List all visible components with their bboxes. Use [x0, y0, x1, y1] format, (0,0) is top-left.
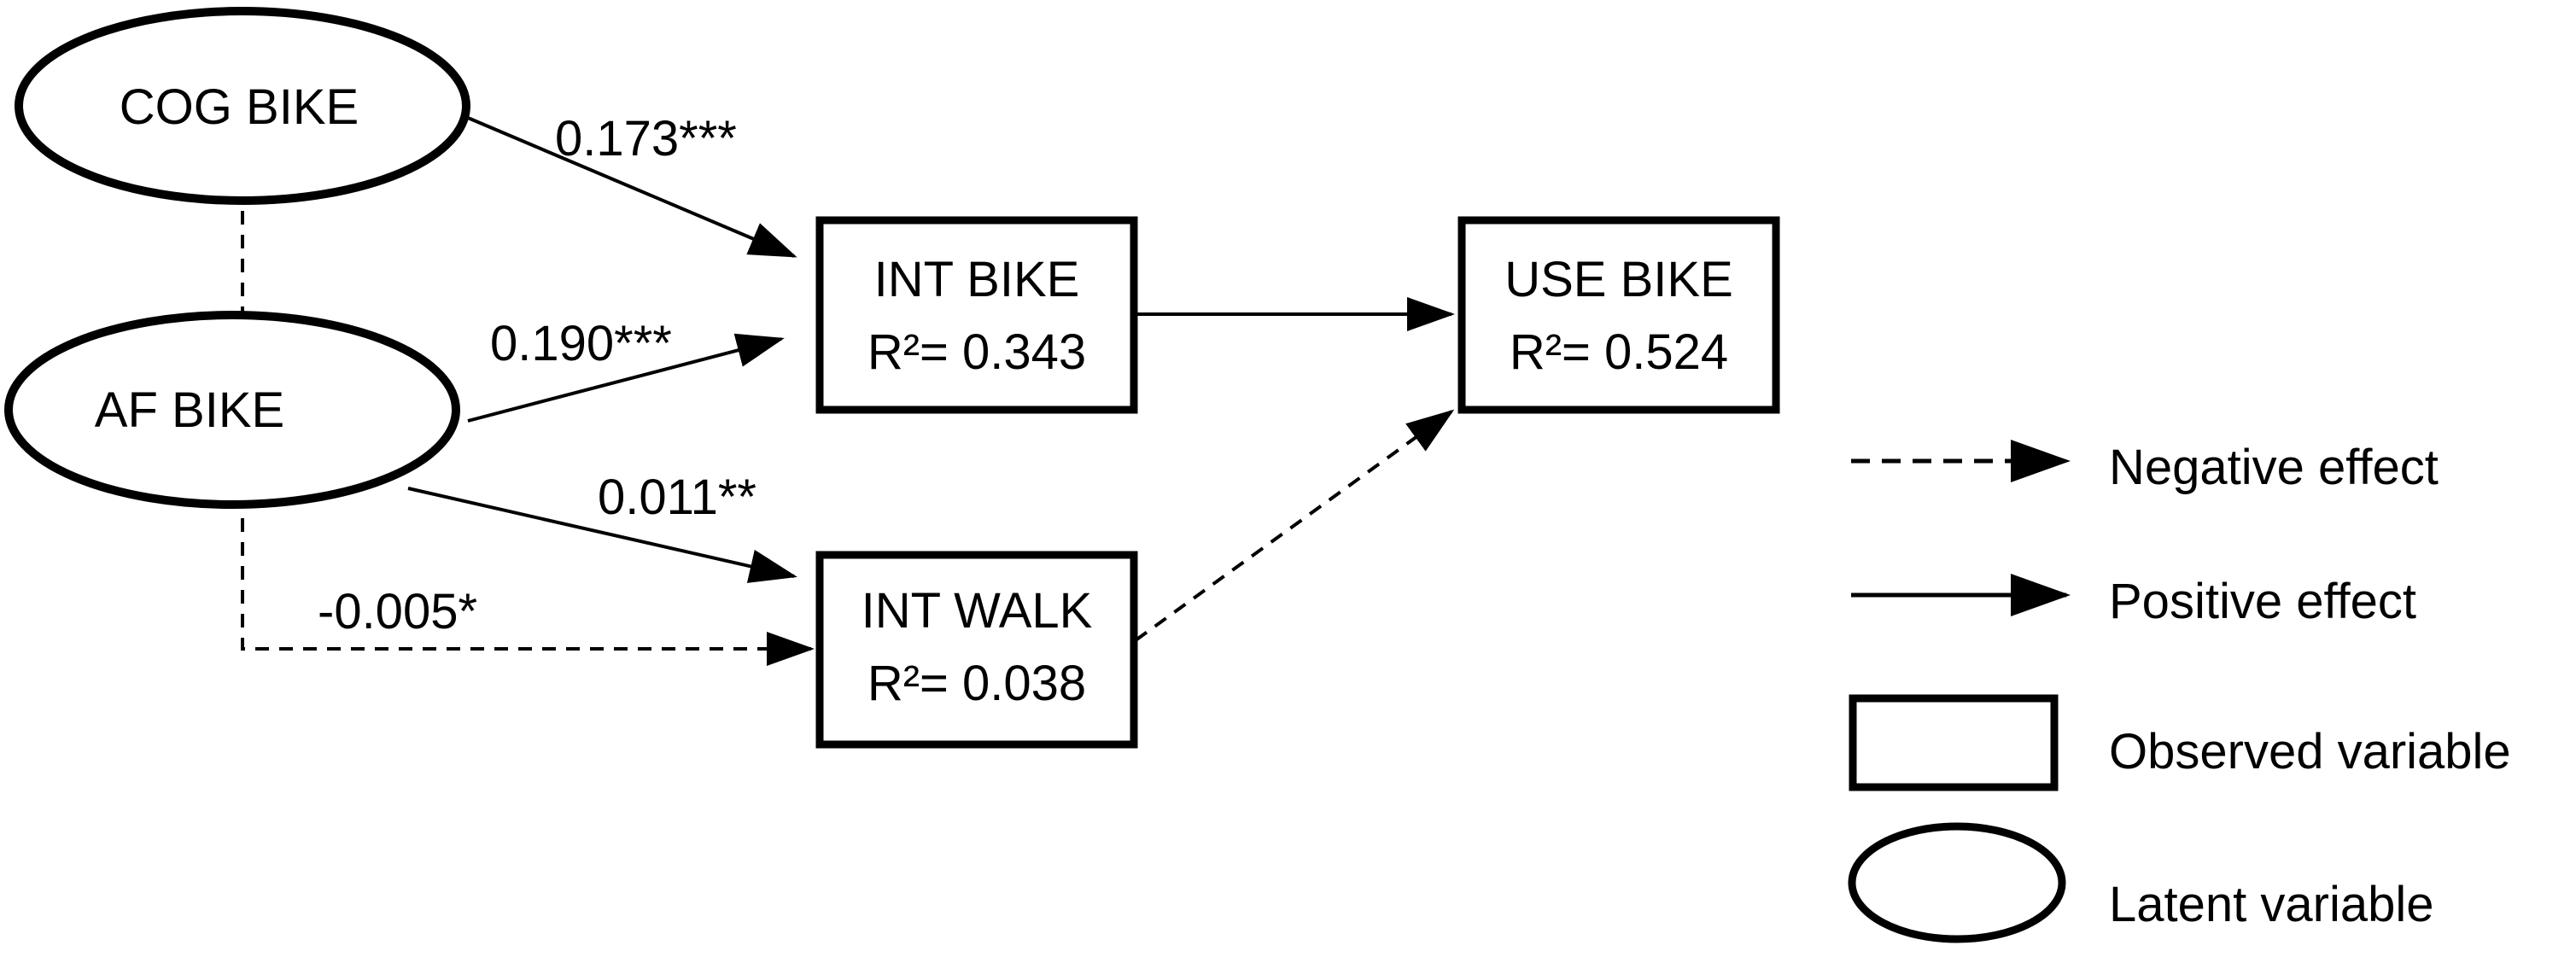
- path-int-walk-to-use-bike: [1134, 409, 1455, 642]
- node-use-bike-r2: R²= 0.524: [1510, 324, 1728, 380]
- node-af-bike: AF BIKE: [4, 311, 460, 509]
- node-use-bike: USE BIKE R²= 0.524: [1457, 216, 1780, 414]
- path-af-to-int-bike: [467, 333, 785, 423]
- legend-positive-label: Positive effect: [2109, 574, 2416, 629]
- legend-ellipse-icon: [1848, 822, 2066, 943]
- node-int-bike-r2: R²= 0.343: [867, 324, 1086, 380]
- coef-af-to-int-bike: 0.190***: [490, 316, 672, 371]
- coef-cog-to-int-bike: 0.173***: [555, 111, 737, 166]
- legend-latent-variable: Latent variable: [1848, 822, 2433, 943]
- path-af-to-int-walk-negative: [241, 518, 815, 666]
- node-int-walk: INT WALK R²= 0.038: [815, 551, 1138, 749]
- legend-negative-label: Negative effect: [2109, 440, 2439, 495]
- legend-latent-label: Latent variable: [2109, 877, 2433, 932]
- node-int-walk-r2: R²= 0.038: [867, 656, 1086, 711]
- legend-observed-label: Observed variable: [2109, 724, 2511, 779]
- path-cog-to-int-bike: [467, 116, 797, 258]
- coef-af-to-int-walk-negative: -0.005*: [318, 584, 477, 639]
- legend-negative-effect: Negative effect: [1851, 440, 2439, 495]
- node-cog-bike: COG BIKE: [15, 7, 470, 205]
- node-af-bike-label: AF BIKE: [95, 382, 284, 438]
- node-use-bike-label: USE BIKE: [1504, 252, 1733, 307]
- node-int-walk-label: INT WALK: [862, 583, 1093, 639]
- node-cog-bike-label: COG BIKE: [120, 79, 359, 135]
- legend-positive-effect: Positive effect: [1851, 574, 2416, 629]
- node-int-bike-label: INT BIKE: [874, 252, 1080, 307]
- node-int-bike: INT BIKE R²= 0.343: [815, 216, 1138, 414]
- legend-rectangle-icon: [1849, 694, 2059, 791]
- path-af-to-int-walk: [407, 487, 797, 583]
- legend: Negative effect Positive effect Observed…: [1848, 440, 2511, 943]
- coef-af-to-int-walk: 0.011**: [598, 470, 756, 525]
- legend-observed-variable: Observed variable: [1849, 694, 2511, 791]
